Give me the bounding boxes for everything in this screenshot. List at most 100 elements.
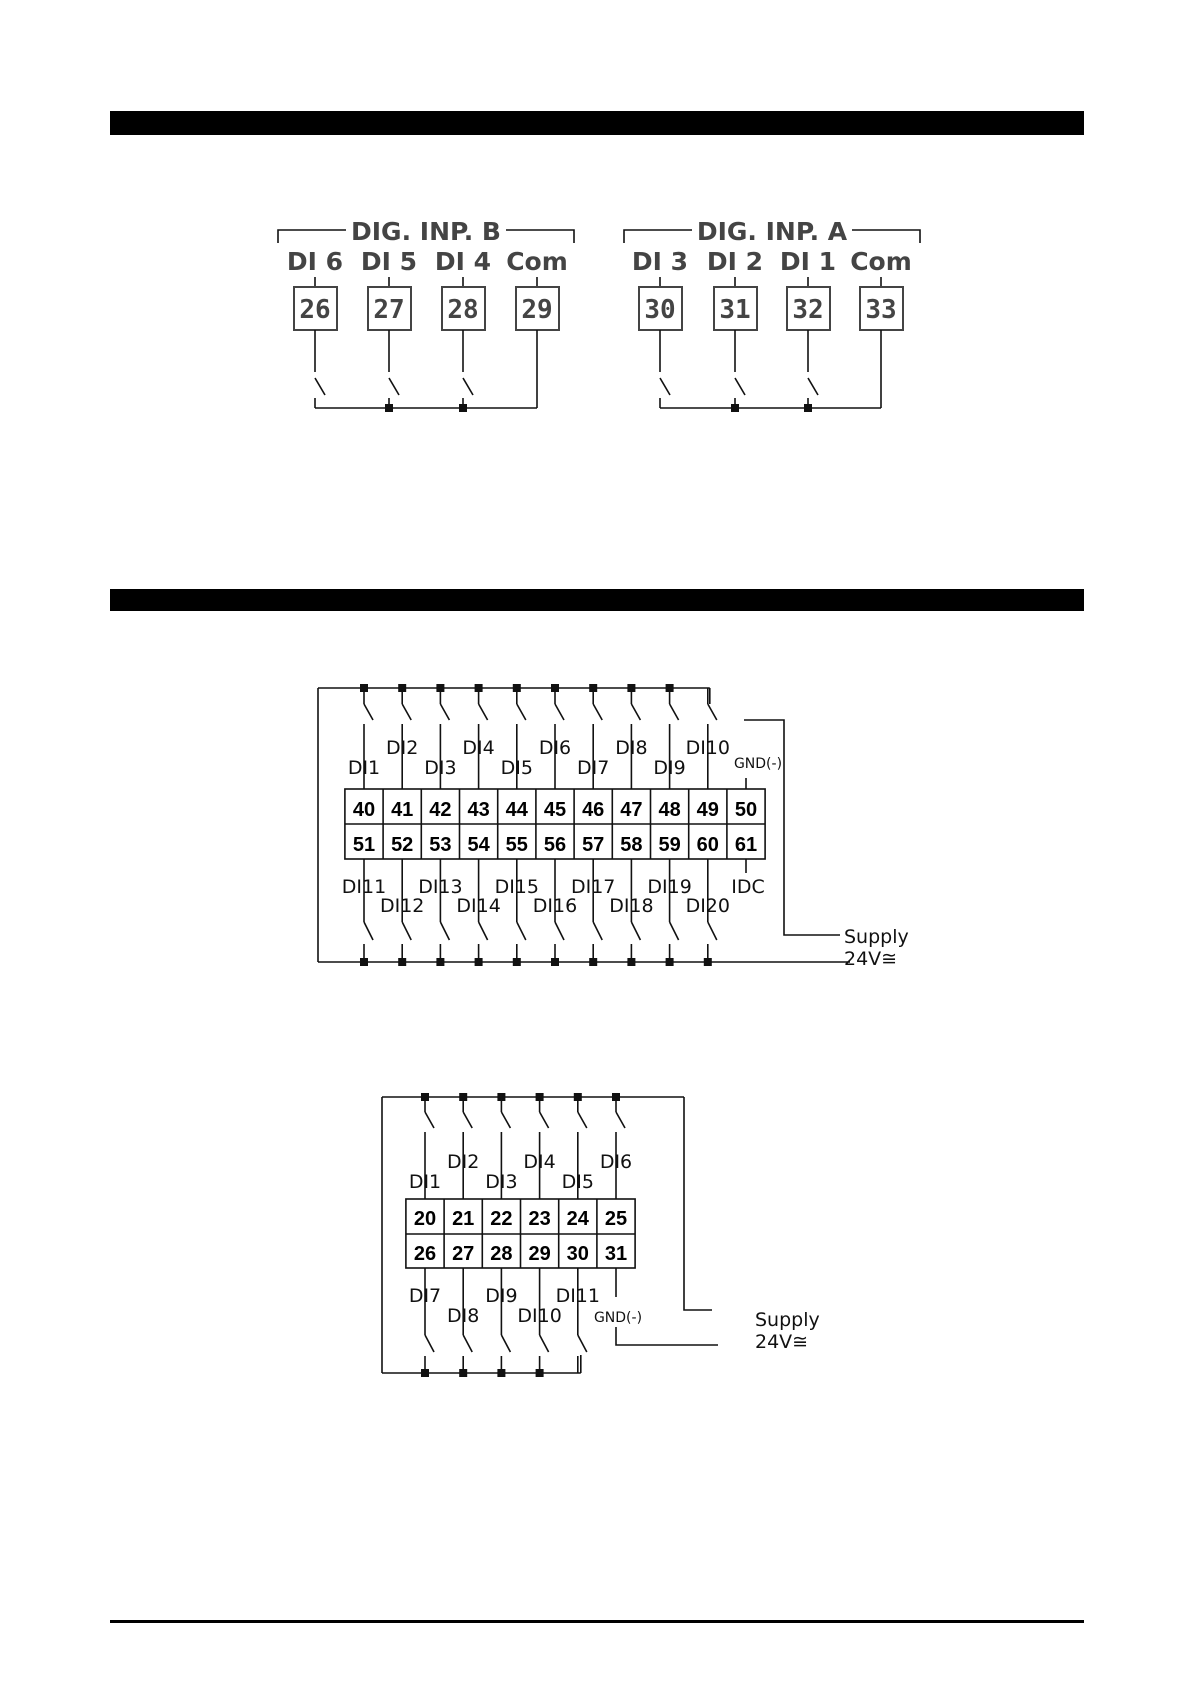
gnd-supply-wire	[744, 719, 840, 936]
terminal-label: DI4	[462, 737, 494, 759]
switch-contact	[630, 703, 642, 721]
group-bracket	[506, 229, 575, 243]
terminal-label: DI3	[424, 757, 456, 779]
terminal-label: DI10	[517, 1305, 561, 1327]
switch-contact	[659, 377, 671, 396]
terminal-number: 40	[353, 799, 375, 821]
terminal-label: DI 6	[287, 247, 343, 276]
terminal-number: 27	[373, 295, 404, 325]
section-header-bar	[110, 589, 1084, 611]
terminal-number: 24	[567, 1208, 590, 1230]
switch-contact	[477, 921, 489, 941]
terminal-number: 31	[605, 1243, 627, 1265]
terminal-label: Com	[506, 247, 568, 276]
switch-contact	[314, 377, 326, 396]
switch-contact	[500, 1334, 512, 1353]
switch-contact	[462, 1111, 473, 1129]
switch-contact	[538, 1111, 550, 1129]
gnd-supply-wire	[615, 1327, 718, 1346]
terminal-label: DI12	[380, 895, 424, 917]
terminal-number: 46	[582, 799, 604, 821]
terminal-box	[638, 286, 683, 331]
gnd-label: GND(-)	[734, 756, 782, 772]
terminal-number: 29	[521, 295, 552, 325]
terminal-box	[859, 286, 904, 331]
junction-dot	[731, 404, 739, 412]
switch-contact	[734, 377, 746, 396]
terminal-number: 43	[467, 799, 489, 821]
terminal-label: DI7	[577, 757, 609, 779]
idc-label: IDC	[731, 876, 765, 898]
terminal-label: DI16	[533, 895, 577, 917]
switch-contact	[615, 1111, 626, 1129]
switch-contact	[439, 921, 451, 941]
switch-contact	[707, 921, 718, 941]
switch-contact	[577, 1111, 588, 1129]
terminal-number: 58	[620, 834, 642, 856]
switch-contact	[477, 703, 489, 721]
terminal-label: DI4	[523, 1151, 555, 1173]
terminal-number: 60	[697, 834, 719, 856]
footer-rule	[110, 1620, 1084, 1623]
terminal-number: 26	[299, 295, 330, 325]
terminal-number: 21	[452, 1208, 474, 1230]
switch-contact	[707, 703, 718, 721]
terminal-number: 51	[353, 834, 375, 856]
switch-contact	[439, 703, 451, 721]
terminal-number: 53	[429, 834, 451, 856]
terminal-number: 49	[697, 799, 719, 821]
terminal-label: Com	[850, 247, 912, 276]
group-bracket	[623, 229, 692, 243]
switch-contact	[462, 377, 474, 396]
junction-dot	[804, 404, 812, 412]
switch-contact	[363, 703, 374, 721]
terminal-number: 22	[490, 1208, 512, 1230]
terminal-label: DI1	[409, 1171, 441, 1193]
switch-contact	[500, 1111, 512, 1129]
terminal-number: 57	[582, 834, 604, 856]
terminal-label: DI 4	[435, 247, 491, 276]
terminal-label: DI 5	[361, 247, 417, 276]
terminal-label: DI9	[485, 1285, 517, 1307]
switch-contact	[424, 1111, 435, 1129]
terminal-number: 59	[658, 834, 680, 856]
switch-contact	[363, 921, 374, 941]
group-bracket	[852, 229, 921, 243]
group-title: DIG. INP. B	[351, 217, 501, 246]
switch-contact	[592, 921, 603, 941]
terminal-number: 42	[429, 799, 451, 821]
terminal-box	[515, 286, 560, 331]
switch-contact	[388, 377, 400, 396]
section-header-bar	[110, 111, 1084, 135]
terminal-label: DI19	[647, 876, 691, 898]
terminal-number: 52	[391, 834, 413, 856]
terminal-label: DI9	[653, 757, 685, 779]
terminal-number: 26	[414, 1243, 436, 1265]
group-bracket	[277, 229, 346, 243]
terminal-label: DI1	[348, 757, 380, 779]
terminal-label: DI 1	[780, 247, 836, 276]
terminal-label: DI10	[686, 737, 730, 759]
switch-contact	[554, 703, 565, 721]
supply-label: Supply	[844, 926, 909, 948]
terminal-label: DI11	[342, 876, 386, 898]
junction-dot	[459, 404, 467, 412]
terminal-number: 33	[865, 295, 896, 325]
terminal-label: DI14	[456, 895, 500, 917]
terminal-number: 55	[506, 834, 528, 856]
switch-contact	[668, 921, 680, 941]
terminal-number: 29	[528, 1243, 550, 1265]
terminal-label: DI18	[609, 895, 653, 917]
terminal-number: 54	[467, 834, 490, 856]
terminal-number: 28	[490, 1243, 512, 1265]
terminal-label: DI6	[600, 1151, 632, 1173]
switch-contact	[554, 921, 565, 941]
supply-wire	[683, 1097, 712, 1311]
terminal-box	[786, 286, 831, 331]
terminal-label: DI6	[539, 737, 571, 759]
terminal-label: DI8	[615, 737, 647, 759]
terminal-number: 41	[391, 799, 413, 821]
supply-label: Supply	[755, 1309, 820, 1331]
switch-contact	[807, 377, 819, 396]
